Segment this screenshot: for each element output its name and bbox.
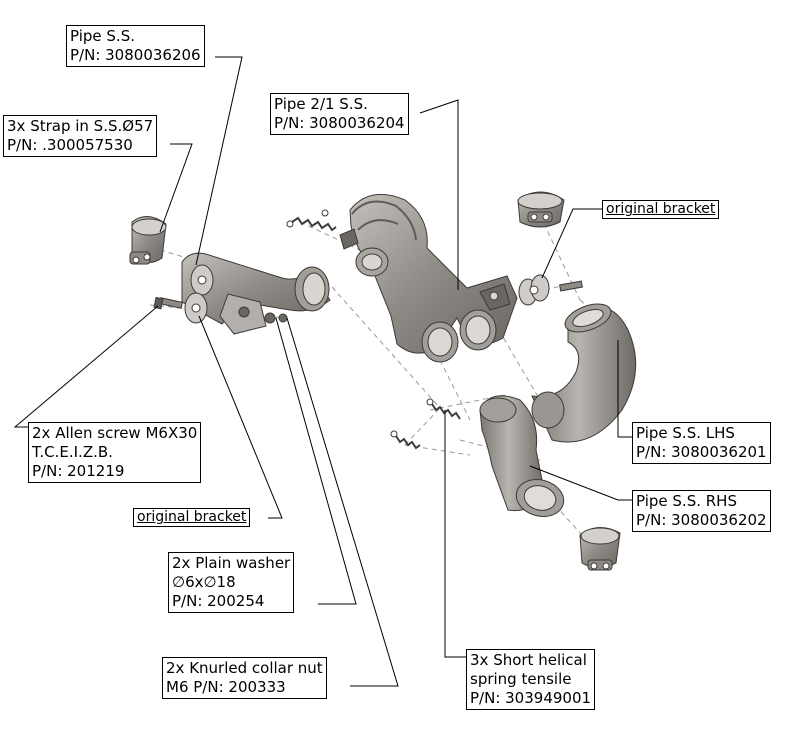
label-spring-line3: P/N: 303949001 bbox=[470, 689, 592, 707]
label-spring: 3x Short helical spring tensile P/N: 303… bbox=[466, 649, 596, 710]
label-allen-screw-line1: 2x Allen screw M6X30 bbox=[32, 424, 198, 442]
label-washer-line2: ∅6x∅18 bbox=[172, 573, 236, 591]
label-bracket-right-text: original bracket bbox=[606, 201, 716, 217]
label-spring-line2: spring tensile bbox=[470, 670, 572, 688]
label-pipe-lhs-line1: Pipe S.S. LHS bbox=[636, 424, 735, 442]
allen-screw bbox=[153, 296, 183, 310]
label-allen-screw-line2: T.C.E.I.Z.B. bbox=[32, 443, 113, 461]
label-bracket-left-text: original bracket bbox=[137, 509, 247, 525]
label-strap-line2: P/N: .300057530 bbox=[7, 136, 133, 154]
label-washer-line3: P/N: 200254 bbox=[172, 592, 265, 610]
label-pipe-lhs-line2: P/N: 3080036201 bbox=[636, 443, 767, 461]
bracket-plate-right bbox=[518, 274, 583, 306]
label-collar-nut: 2x Knurled collar nut M6 P/N: 200333 bbox=[162, 657, 327, 699]
label-pipe-lhs: Pipe S.S. LHS P/N: 3080036201 bbox=[632, 422, 771, 464]
label-pipe-rhs-line2: P/N: 3080036202 bbox=[636, 511, 767, 529]
label-bracket-left: original bracket bbox=[133, 508, 251, 527]
label-pipe-ss-line2: P/N: 3080036206 bbox=[70, 46, 201, 64]
pipe-2-1-ss-3080036204 bbox=[339, 193, 518, 363]
strap-clamp-left bbox=[129, 216, 167, 265]
label-washer: 2x Plain washer ∅6x∅18 P/N: 200254 bbox=[168, 552, 295, 613]
label-allen-screw: 2x Allen screw M6X30 T.C.E.I.Z.B. P/N: 2… bbox=[28, 422, 202, 483]
pipe-ss-lhs-3080036201 bbox=[531, 303, 637, 443]
label-washer-line1: 2x Plain washer bbox=[172, 554, 291, 572]
label-pipe-rhs: Pipe S.S. RHS P/N: 3080036202 bbox=[632, 490, 771, 532]
label-pipe-2-1-line1: Pipe 2/1 S.S. bbox=[274, 95, 368, 113]
label-bracket-right: original bracket bbox=[602, 200, 720, 219]
pipe-ss-rhs-3080036202 bbox=[479, 395, 565, 517]
label-collar-nut-line1: 2x Knurled collar nut bbox=[166, 659, 323, 677]
leader-lines bbox=[13, 56, 632, 687]
label-pipe-2-1-line2: P/N: 3080036204 bbox=[274, 114, 405, 132]
pipe-ss-3080036206 bbox=[181, 252, 331, 335]
label-strap: 3x Strap in S.S.Ø57 P/N: .300057530 bbox=[3, 115, 158, 157]
label-allen-screw-line3: P/N: 201219 bbox=[32, 462, 125, 480]
label-collar-nut-line2: M6 P/N: 200333 bbox=[166, 678, 286, 696]
strap-clamp-bottom-right bbox=[579, 527, 621, 571]
bracket-plate-left bbox=[184, 264, 214, 324]
label-pipe-ss: Pipe S.S. P/N: 3080036206 bbox=[66, 25, 205, 67]
label-pipe-2-1: Pipe 2/1 S.S. P/N: 3080036204 bbox=[270, 93, 409, 135]
strap-clamp-top-right bbox=[517, 191, 565, 228]
label-strap-line1: 3x Strap in S.S.Ø57 bbox=[7, 117, 154, 135]
helical-spring-mid bbox=[390, 398, 461, 450]
helical-spring-top bbox=[286, 209, 337, 232]
label-pipe-ss-line1: Pipe S.S. bbox=[70, 27, 135, 45]
label-pipe-rhs-line1: Pipe S.S. RHS bbox=[636, 492, 737, 510]
label-spring-line1: 3x Short helical bbox=[470, 651, 587, 669]
